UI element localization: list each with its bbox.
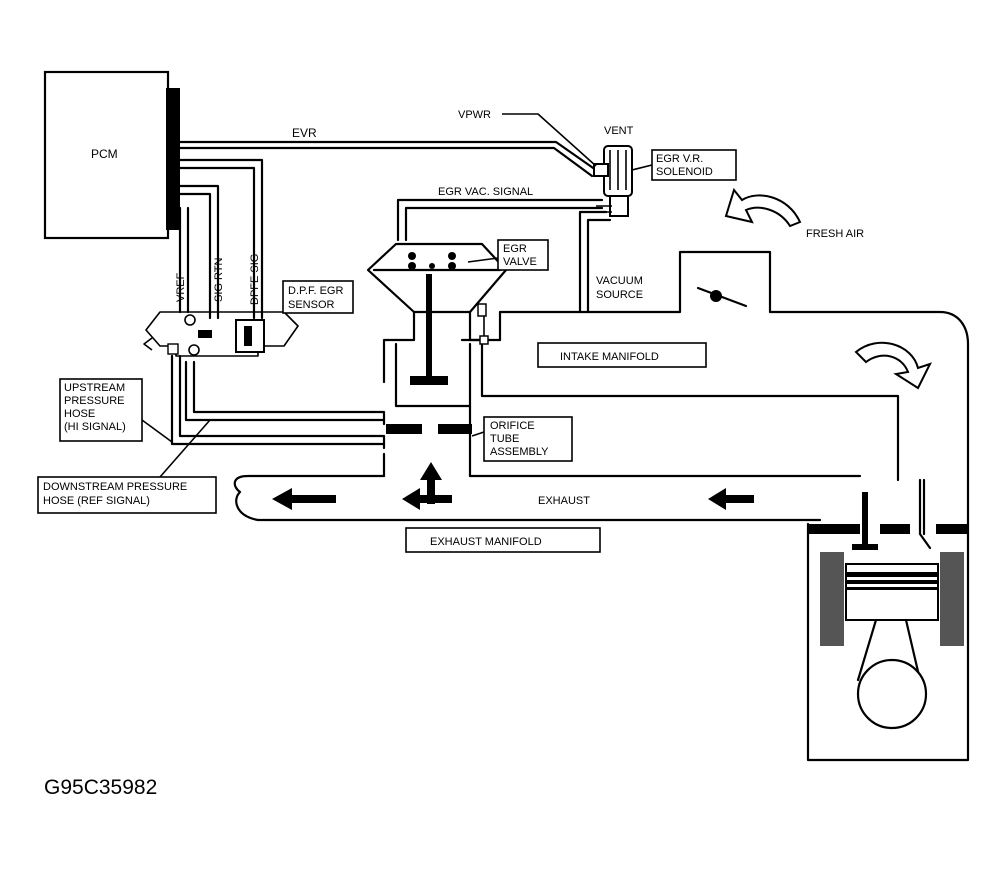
svg-text:SENSOR: SENSOR (288, 299, 335, 311)
intake-valve (918, 478, 932, 550)
vent-label: VENT (604, 125, 634, 137)
fresh-air-label: FRESH AIR (806, 228, 864, 240)
exhaust-flow-arrow-icon (272, 462, 754, 510)
pcm-module: PCM (43, 70, 180, 240)
dpfe-sensor-callout: D.P.F. EGR SENSOR (282, 280, 354, 314)
vacuum-source-line (578, 210, 612, 314)
exhaust-manifold-label-box: EXHAUST MANIFOLD (405, 527, 601, 553)
svg-text:EXHAUST MANIFOLD: EXHAUST MANIFOLD (430, 536, 542, 548)
throttle-plate (696, 286, 748, 308)
svg-text:UPSTREAM: UPSTREAM (64, 382, 125, 394)
figure-id: G95C35982 (44, 776, 157, 799)
svg-text:VALVE: VALVE (503, 256, 537, 268)
svg-text:(HI SIGNAL): (HI SIGNAL) (64, 421, 126, 433)
svg-text:HOSE (REF SIGNAL): HOSE (REF SIGNAL) (43, 495, 150, 507)
orifice-tube-callout: ORIFICE TUBE ASSEMBLY (471, 416, 573, 462)
fresh-air-arrow-icon (724, 187, 932, 390)
svg-text:HOSE: HOSE (64, 408, 95, 420)
engine-cylinder (806, 522, 970, 762)
svg-text:EGR: EGR (503, 243, 527, 255)
svg-text:DOWNSTREAM PRESSURE: DOWNSTREAM PRESSURE (43, 481, 187, 493)
egr-valve-callout: EGR VALVE (467, 239, 549, 271)
sig-rtn-label: SIG RTN (213, 258, 225, 302)
intake-manifold-label-box: INTAKE MANIFOLD (537, 342, 707, 368)
evr-label: EVR (292, 126, 317, 140)
svg-text:SOURCE: SOURCE (596, 289, 643, 301)
orifice-tube-assembly (370, 404, 472, 478)
svg-text:VACUUM: VACUUM (596, 275, 643, 287)
svg-text:D.P.F. EGR: D.P.F. EGR (288, 285, 343, 297)
egr-valve (366, 242, 508, 408)
egr-vac-signal-label: EGR VAC. SIGNAL (438, 186, 533, 198)
pcm-label: PCM (91, 147, 118, 161)
dpfe-sig-label: DPFE SIG (249, 254, 261, 305)
vpwr-leader (502, 113, 597, 167)
svg-text:EGR V.R.: EGR V.R. (656, 153, 703, 165)
upstream-pressure-hose (170, 354, 374, 446)
downstream-pressure-hose (184, 360, 374, 422)
intake-manifold (460, 250, 970, 526)
svg-text:TUBE: TUBE (490, 433, 519, 445)
vpwr-label: VPWR (458, 109, 491, 121)
exhaust-manifold (233, 474, 862, 522)
egr-vr-solenoid-callout: EGR V.R. SOLENOID (631, 149, 737, 181)
downstream-hose-callout: DOWNSTREAM PRESSURE HOSE (REF SIGNAL) (37, 419, 217, 514)
egr-vr-solenoid (593, 145, 633, 217)
svg-text:PRESSURE: PRESSURE (64, 395, 125, 407)
egr-vac-signal-line (396, 198, 604, 242)
svg-text:INTAKE MANIFOLD: INTAKE MANIFOLD (560, 351, 659, 363)
upstream-hose-callout: UPSTREAM PRESSURE HOSE (HI SIGNAL) (59, 378, 173, 443)
vref-label: VREF (175, 272, 187, 302)
svg-text:ORIFICE: ORIFICE (490, 420, 535, 432)
dpfe-sensor (143, 311, 299, 357)
exhaust-label: EXHAUST (538, 495, 590, 507)
svg-text:SOLENOID: SOLENOID (656, 166, 713, 178)
evr-wire (178, 140, 598, 178)
svg-text:ASSEMBLY: ASSEMBLY (490, 446, 549, 458)
exhaust-valve (852, 492, 878, 550)
sensor-wires (178, 158, 264, 320)
